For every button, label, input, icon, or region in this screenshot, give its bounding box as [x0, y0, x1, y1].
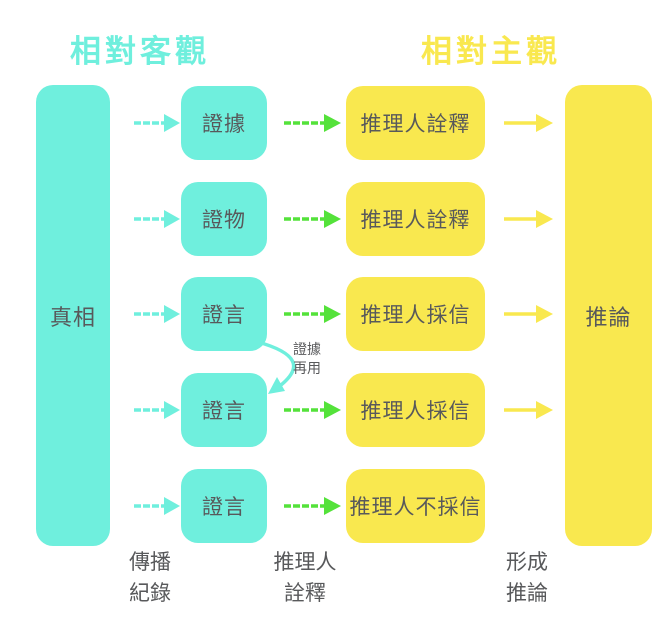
evidence-to-judgment-arrow-3 [284, 305, 341, 323]
truth-to-evidence-arrow-2 [134, 210, 180, 228]
stage-label-reasoner-interpretation: 推理人 詮釋 [253, 547, 357, 609]
evidence-reuse-label: 證據 再用 [293, 341, 321, 379]
judgment-to-inference-arrow-1 [504, 114, 553, 132]
stage-label-forming-inference: 形成 推論 [487, 547, 567, 609]
evidence-to-judgment-arrow-2 [284, 210, 341, 228]
evidence-to-judgment-arrow-4 [284, 401, 341, 419]
judgment-to-inference-arrow-4 [504, 401, 553, 419]
judgment-to-inference-arrow-3 [504, 305, 553, 323]
subjective-title: 相對主觀 [421, 34, 561, 70]
truth-to-evidence-arrow-5 [134, 497, 180, 515]
judgment-to-inference-arrow-2 [504, 210, 553, 228]
evidence-reuse-label-line2: 再用 [293, 361, 321, 377]
judgment-box-3: 推理人採信 [346, 277, 485, 351]
evidence-box-1: 證據 [181, 86, 267, 160]
evidence-to-judgment-arrow-1 [284, 114, 341, 132]
truth-to-evidence-arrow-3 [134, 305, 180, 323]
objective-title: 相對客觀 [70, 34, 210, 70]
inference-box: 推論 [565, 85, 652, 546]
stage-label-propagation-record: 傳播 紀錄 [110, 547, 190, 609]
evidence-box-3: 證言 [181, 277, 267, 351]
judgment-box-1: 推理人詮釋 [346, 86, 485, 160]
stage-label-line: 推論 [506, 581, 548, 605]
truth-to-evidence-arrow-4 [134, 401, 180, 419]
stage-label-line: 形成 [506, 550, 548, 574]
judgment-box-4: 推理人採信 [346, 373, 485, 447]
stage-label-line: 詮釋 [284, 581, 326, 605]
evidence-box-5: 證言 [181, 469, 267, 543]
evidence-to-judgment-arrow-5 [284, 497, 341, 515]
stage-label-line: 紀錄 [129, 581, 171, 605]
judgment-box-2: 推理人詮釋 [346, 182, 485, 256]
stage-label-line: 推理人 [273, 550, 337, 574]
stage-label-line: 傳播 [129, 550, 171, 574]
evidence-box-4: 證言 [181, 373, 267, 447]
evidence-box-2: 證物 [181, 182, 267, 256]
truth-box: 真相 [36, 85, 110, 546]
truth-to-evidence-arrow-1 [134, 114, 180, 132]
judgment-box-5: 推理人不採信 [346, 469, 485, 543]
evidence-reuse-label-line1: 證據 [293, 342, 321, 358]
